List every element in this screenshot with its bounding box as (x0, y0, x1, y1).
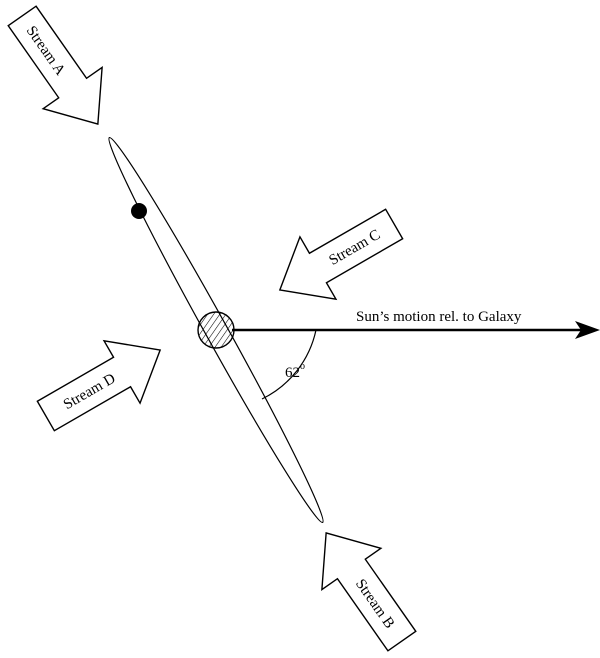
star-dot (131, 203, 147, 219)
angle-label: 62o (285, 361, 305, 381)
stream-b-arrow: Stream B (321, 532, 417, 652)
angle-value: 62 (285, 365, 300, 381)
sun-motion-label: Sun’s motion rel. to Galaxy (356, 309, 522, 325)
stream-d-arrow: Stream D (36, 339, 162, 432)
stream-a-arrow: Stream A (7, 5, 103, 125)
angle-unit: o (300, 361, 305, 372)
sun-motion-arrowhead (575, 321, 600, 339)
stream-c-arrow: Stream C (278, 208, 404, 301)
angle-arc (261, 329, 317, 400)
sun-circle (197, 311, 235, 349)
